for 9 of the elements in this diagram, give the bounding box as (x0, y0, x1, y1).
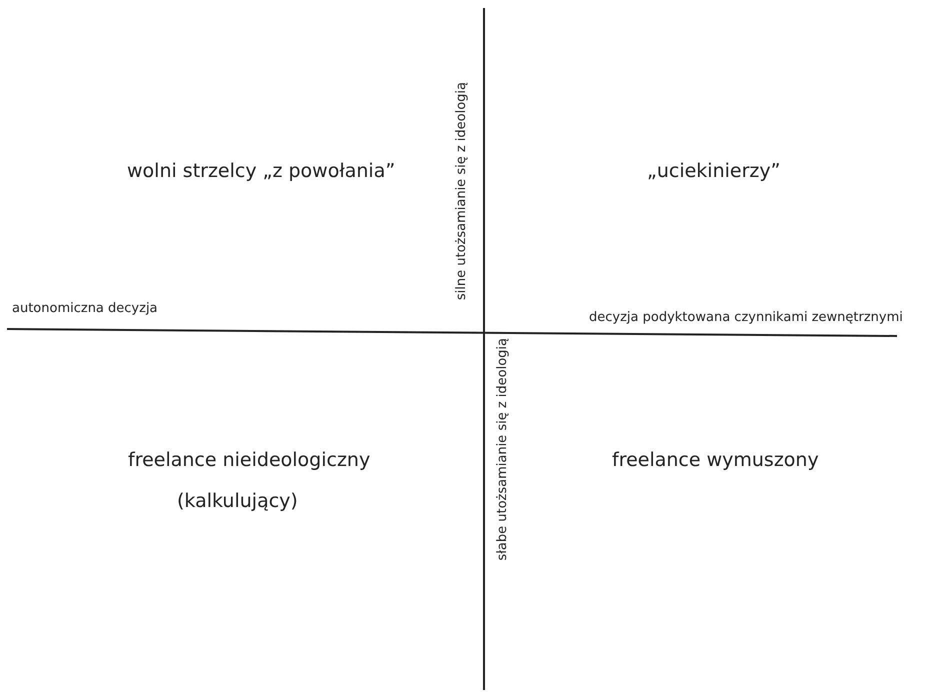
quadrant-label: freelance nieideologiczny (128, 449, 370, 472)
quadrant-label: (kalkulujący) (177, 490, 298, 513)
axis-label: słabe utożsamianie się z ideologią (495, 338, 511, 561)
quadrant-label: „uciekinierzy” (647, 160, 780, 183)
quadrant-label: wolni strzelcy „z powołania” (127, 160, 396, 183)
axis-label: autonomiczna decyzja (12, 301, 158, 317)
quadrant-label: freelance wymuszony (612, 449, 819, 472)
axis-label: decyzja podyktowana czynnikami zewnętrznymi (589, 310, 903, 326)
axis-label: silne utożsamianie się z ideologią (454, 82, 470, 300)
